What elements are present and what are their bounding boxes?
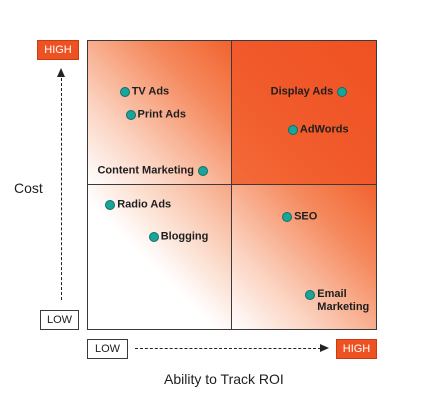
- y-axis-high-label: HIGH: [37, 40, 79, 60]
- y-axis-arrow-icon: [57, 68, 65, 77]
- x-axis-title: Ability to Track ROI: [164, 371, 284, 387]
- y-axis-line: [61, 78, 62, 300]
- print-ads-label: Print Ads: [137, 108, 187, 121]
- display-ads-label: Display Ads: [270, 85, 334, 98]
- adwords-label: AdWords: [299, 123, 349, 136]
- y-axis-low-label: LOW: [40, 310, 79, 330]
- blogging-label: Blogging: [160, 230, 209, 243]
- quadrant-top-right: [231, 40, 377, 185]
- content-marketing-label: Content Marketing: [97, 164, 194, 176]
- x-axis-arrow-icon: [320, 344, 329, 352]
- adwords-marker: [287, 124, 298, 135]
- x-axis-line: [135, 348, 321, 349]
- content-marketing-marker: [198, 165, 208, 176]
- x-axis-low-label: LOW: [87, 339, 128, 359]
- display-ads-marker: [337, 87, 348, 98]
- print-ads-marker: [125, 110, 136, 121]
- tv-ads-label: TV Ads: [131, 85, 170, 98]
- seo-marker: [282, 211, 293, 222]
- radio-ads-marker: [105, 200, 116, 211]
- tv-ads-marker: [119, 87, 130, 98]
- seo-label: SEO: [294, 210, 318, 223]
- quadrant-bottom-right: [231, 184, 377, 330]
- quadrant-top-left: [87, 40, 232, 185]
- email-marketing-marker: [305, 290, 316, 301]
- radio-ads-label: Radio Ads: [117, 198, 172, 211]
- blogging-marker: [148, 232, 159, 243]
- y-axis-title: Cost: [14, 180, 43, 196]
- x-axis-high-label: HIGH: [336, 339, 377, 359]
